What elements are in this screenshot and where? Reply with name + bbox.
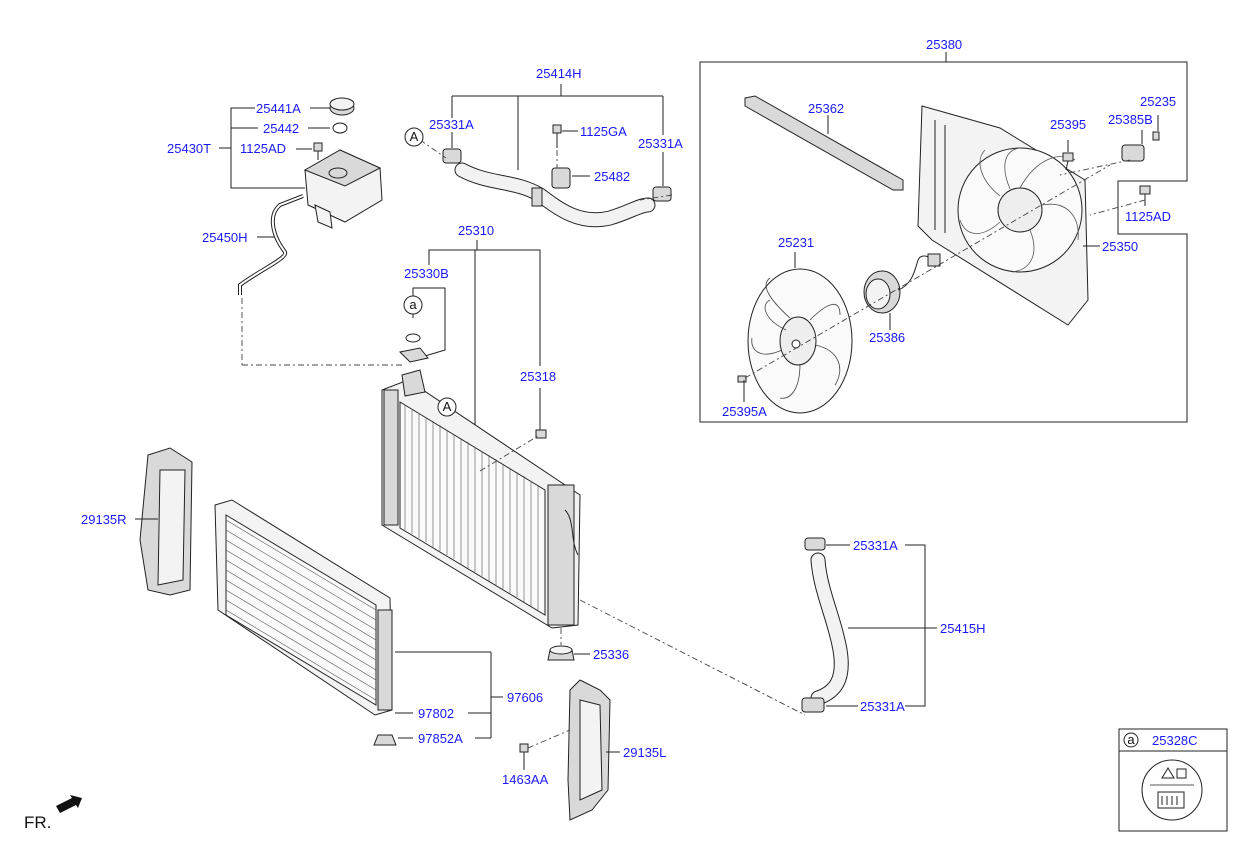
reservoir-tank <box>303 149 383 229</box>
warning-label-icon <box>1141 759 1203 821</box>
svg-text:A: A <box>443 399 452 414</box>
clamp-25331A-upper-right <box>652 186 672 202</box>
fan-assembly-frame <box>699 61 1188 423</box>
front-label: FR. <box>24 813 51 832</box>
callout-25430T[interactable]: 25430T <box>167 141 211 156</box>
callout-25331A-lower-top[interactable]: 25331A <box>853 538 898 553</box>
callout-25380[interactable]: 25380 <box>926 37 962 52</box>
callout-25336[interactable]: 25336 <box>593 647 629 662</box>
fan-blade <box>747 268 853 414</box>
callout-1125GA[interactable]: 1125GA <box>580 124 627 139</box>
front-direction-indicator: FR. <box>24 795 82 832</box>
marker-A-radiator: A <box>437 397 457 417</box>
clamp-25331A-lower-top <box>804 537 826 551</box>
callout-29135L[interactable]: 29135L <box>623 745 666 760</box>
front-arrow-icon <box>56 795 82 813</box>
callout-1125AD-right[interactable]: 1125AD <box>1125 209 1171 224</box>
radiator-cap <box>398 347 429 363</box>
callout-97606[interactable]: 97606 <box>507 690 543 705</box>
callout-97852A[interactable]: 97852A <box>418 731 463 746</box>
radiator-core <box>381 369 581 629</box>
screw-25395A <box>737 375 747 402</box>
clamp-25331A-upper-left <box>442 148 462 164</box>
air-guard-right <box>135 447 193 596</box>
callout-25350[interactable]: 25350 <box>1102 239 1138 254</box>
upper-hose-group <box>419 84 673 228</box>
fan-motor <box>863 253 941 330</box>
marker-A-upper: A <box>404 127 424 147</box>
callout-25318[interactable]: 25318 <box>520 369 556 384</box>
callout-25331A-upper-right[interactable]: 25331A <box>638 136 683 151</box>
fan-shroud <box>917 105 1089 326</box>
callout-25415H[interactable]: 25415H <box>940 621 986 636</box>
lower-hose-group <box>579 537 937 716</box>
callout-25331A-lower-bottom[interactable]: 25331A <box>860 699 905 714</box>
legend-marker: a <box>1127 732 1135 747</box>
callout-25385B[interactable]: 25385B <box>1108 112 1153 127</box>
callout-29135R[interactable]: 29135R <box>81 512 127 527</box>
svg-text:A: A <box>410 129 419 144</box>
callout-25331A-upper-left[interactable]: 25331A <box>429 117 474 132</box>
svg-text:a: a <box>409 297 417 312</box>
radiator-group <box>381 240 590 661</box>
legend-box: a 25328C <box>1118 728 1228 832</box>
callout-97802[interactable]: 97802 <box>418 706 454 721</box>
fan-assembly-group <box>699 52 1188 423</box>
callout-25235[interactable]: 25235 <box>1140 94 1176 109</box>
callout-25386[interactable]: 25386 <box>869 330 905 345</box>
legend-part-number[interactable]: 25328C <box>1152 733 1198 748</box>
callout-25414H[interactable]: 25414H <box>536 66 582 81</box>
air-guard-left <box>519 679 620 821</box>
callout-25231[interactable]: 25231 <box>778 235 814 250</box>
reservoir-group <box>219 97 405 366</box>
marker-a-small: a <box>403 295 423 315</box>
bolt-1125AD-right <box>1139 185 1151 206</box>
callout-1463AA[interactable]: 1463AA <box>502 772 549 787</box>
drain-plug-25318 <box>535 429 547 439</box>
callout-25362[interactable]: 25362 <box>808 101 844 116</box>
seal-strip <box>744 95 904 191</box>
resistor-25385B <box>1121 115 1160 162</box>
callout-25395[interactable]: 25395 <box>1050 117 1086 132</box>
hose-bracket-25482 <box>551 167 571 189</box>
clamp-25331A-lower-bottom <box>801 697 825 713</box>
callout-25482[interactable]: 25482 <box>594 169 630 184</box>
bolt-25395 <box>1062 140 1074 171</box>
overflow-hose <box>238 194 304 295</box>
callout-25310[interactable]: 25310 <box>458 223 494 238</box>
callout-25441A[interactable]: 25441A <box>256 101 301 116</box>
callout-25395A[interactable]: 25395A <box>722 404 767 419</box>
callout-25442[interactable]: 25442 <box>263 121 299 136</box>
callout-1125AD-top[interactable]: 1125AD <box>240 141 286 156</box>
condenser-group <box>214 499 503 746</box>
callout-25330B[interactable]: 25330B <box>404 266 449 281</box>
callout-25450H[interactable]: 25450H <box>202 230 248 245</box>
